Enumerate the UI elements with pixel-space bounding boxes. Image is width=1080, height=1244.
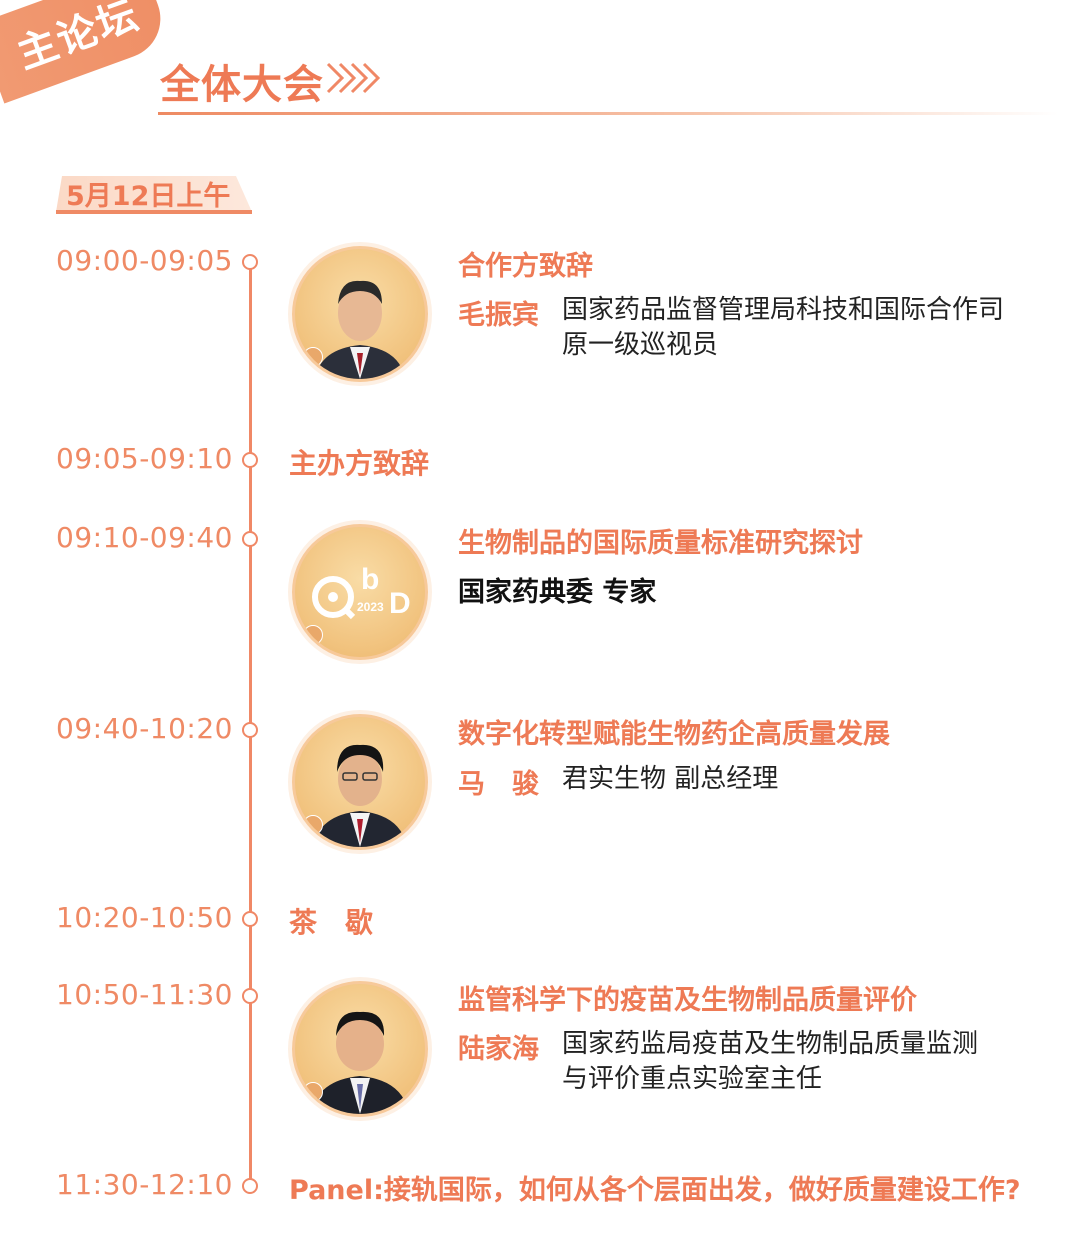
qbd-mini-logo-icon <box>303 347 323 367</box>
session-date: 5月12日上午 <box>66 181 231 212</box>
speaker-avatar <box>292 246 428 382</box>
title-underline <box>158 112 1058 115</box>
timeline-dot <box>242 254 258 270</box>
person-portrait-icon <box>311 1011 409 1114</box>
speaker-role: 原一级巡视员 <box>562 330 719 360</box>
speaker-avatar <box>292 981 428 1117</box>
timeline-dot <box>242 531 258 547</box>
time-slot: 10:50-11:30 <box>56 978 233 1011</box>
person-portrait-icon <box>315 280 405 379</box>
speaker-role: 君实生物 副总经理 <box>562 764 779 794</box>
time-slot: 09:00-09:05 <box>56 244 233 277</box>
talk-title: 数字化转型赋能生物药企高质量发展 <box>458 719 890 750</box>
page-title: 全体大会 <box>160 62 324 108</box>
time-slot: 09:40-10:20 <box>56 712 233 745</box>
event-logo-avatar: b 2023 D <box>292 524 428 660</box>
talk-title: 生物制品的国际质量标准研究探讨 <box>458 528 863 559</box>
talk-title: Panel:接轨国际，如何从各个层面出发，做好质量建设工作? <box>289 1175 1021 1206</box>
timeline-dot <box>242 722 258 738</box>
speaker-name: 毛振宾 <box>458 300 539 331</box>
speaker-role: 国家药监局疫苗及生物制品质量监测 <box>562 1029 979 1059</box>
talk-title: 茶 歇 <box>289 906 374 939</box>
time-slot: 09:10-09:40 <box>56 521 233 554</box>
speaker-name: 陆家海 <box>458 1034 539 1065</box>
chevron-right-icon <box>326 62 381 94</box>
timeline-dot <box>242 452 258 468</box>
time-slot: 09:05-09:10 <box>56 442 233 475</box>
qbd-logo-icon: b 2023 D <box>312 563 411 620</box>
logo-letter-b: b <box>361 563 379 596</box>
logo-letter-d: D <box>389 587 411 620</box>
speaker-avatar <box>292 714 428 850</box>
qbd-mini-logo-icon <box>303 625 323 645</box>
logo-year: 2023 <box>357 600 384 614</box>
timeline-dot <box>242 911 258 927</box>
timeline-dot <box>242 988 258 1004</box>
qbd-mini-logo-icon <box>303 815 323 835</box>
qbd-mini-logo-icon <box>303 1082 323 1102</box>
talk-title: 合作方致辞 <box>458 251 593 282</box>
speaker-role: 国家药品监督管理局科技和国际合作司 <box>562 295 1005 325</box>
speaker-name: 马 骏 <box>458 769 539 800</box>
talk-title: 监管科学下的疫苗及生物制品质量评价 <box>458 985 917 1016</box>
speaker-role: 与评价重点实验室主任 <box>562 1064 823 1094</box>
talk-title: 主办方致辞 <box>289 447 430 480</box>
speaker-organization: 国家药典委 专家 <box>458 577 657 608</box>
forum-badge: 主论坛 <box>0 0 172 104</box>
timeline-dot <box>242 1178 258 1194</box>
time-slot: 11:30-12:10 <box>56 1168 233 1201</box>
date-tab-shape <box>56 176 252 214</box>
time-slot: 10:20-10:50 <box>56 901 233 934</box>
forum-badge-label: 主论坛 <box>11 0 146 79</box>
person-portrait-icon <box>313 744 407 847</box>
